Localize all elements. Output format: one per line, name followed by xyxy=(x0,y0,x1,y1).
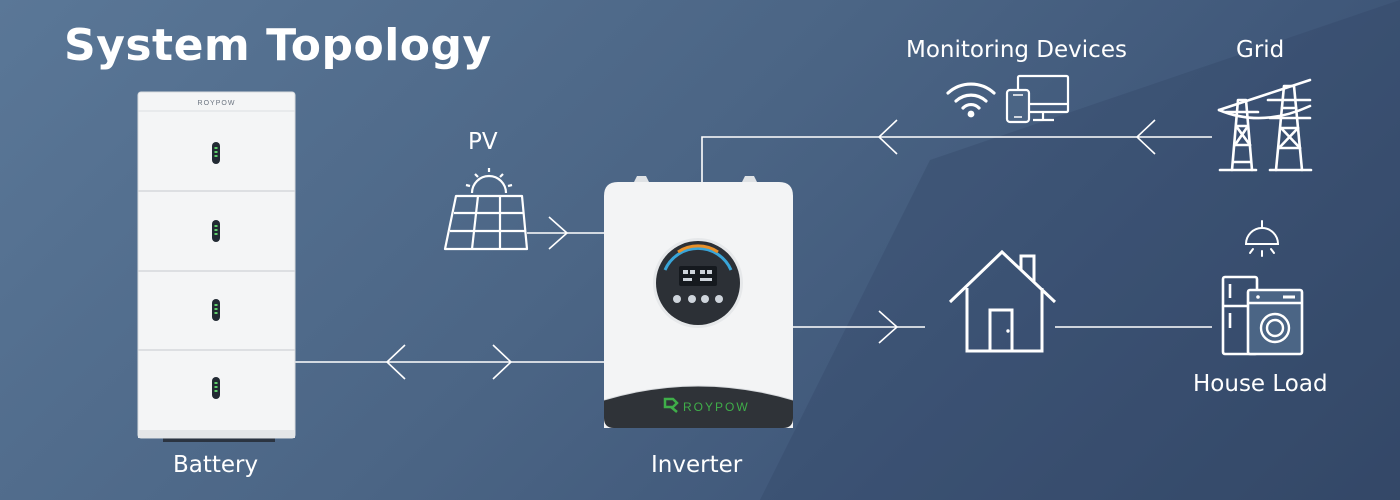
arrow-pv-to-inverter xyxy=(548,216,569,250)
inverter-logo-mark xyxy=(663,397,679,413)
arrow-to-battery xyxy=(385,344,406,380)
inverter-label: Inverter xyxy=(651,452,743,478)
arrow-to-inverter xyxy=(492,344,513,380)
grid-label: Grid xyxy=(1236,37,1285,63)
arrow-to-house xyxy=(878,310,899,344)
grid-inverter-line xyxy=(701,136,1212,182)
battery-label: Battery xyxy=(173,452,259,478)
arrow-monitoring-left xyxy=(877,119,898,155)
battery-logo: ROYPOW xyxy=(198,100,236,107)
monitoring-devices-label: Monitoring Devices xyxy=(906,37,1127,63)
inverter-logo: ROYPOW xyxy=(683,400,750,414)
page-title: System Topology xyxy=(64,20,492,71)
house-load-label: House Load xyxy=(1193,371,1328,397)
arrow-grid-left xyxy=(1135,119,1156,155)
pv-label: PV xyxy=(468,129,498,155)
